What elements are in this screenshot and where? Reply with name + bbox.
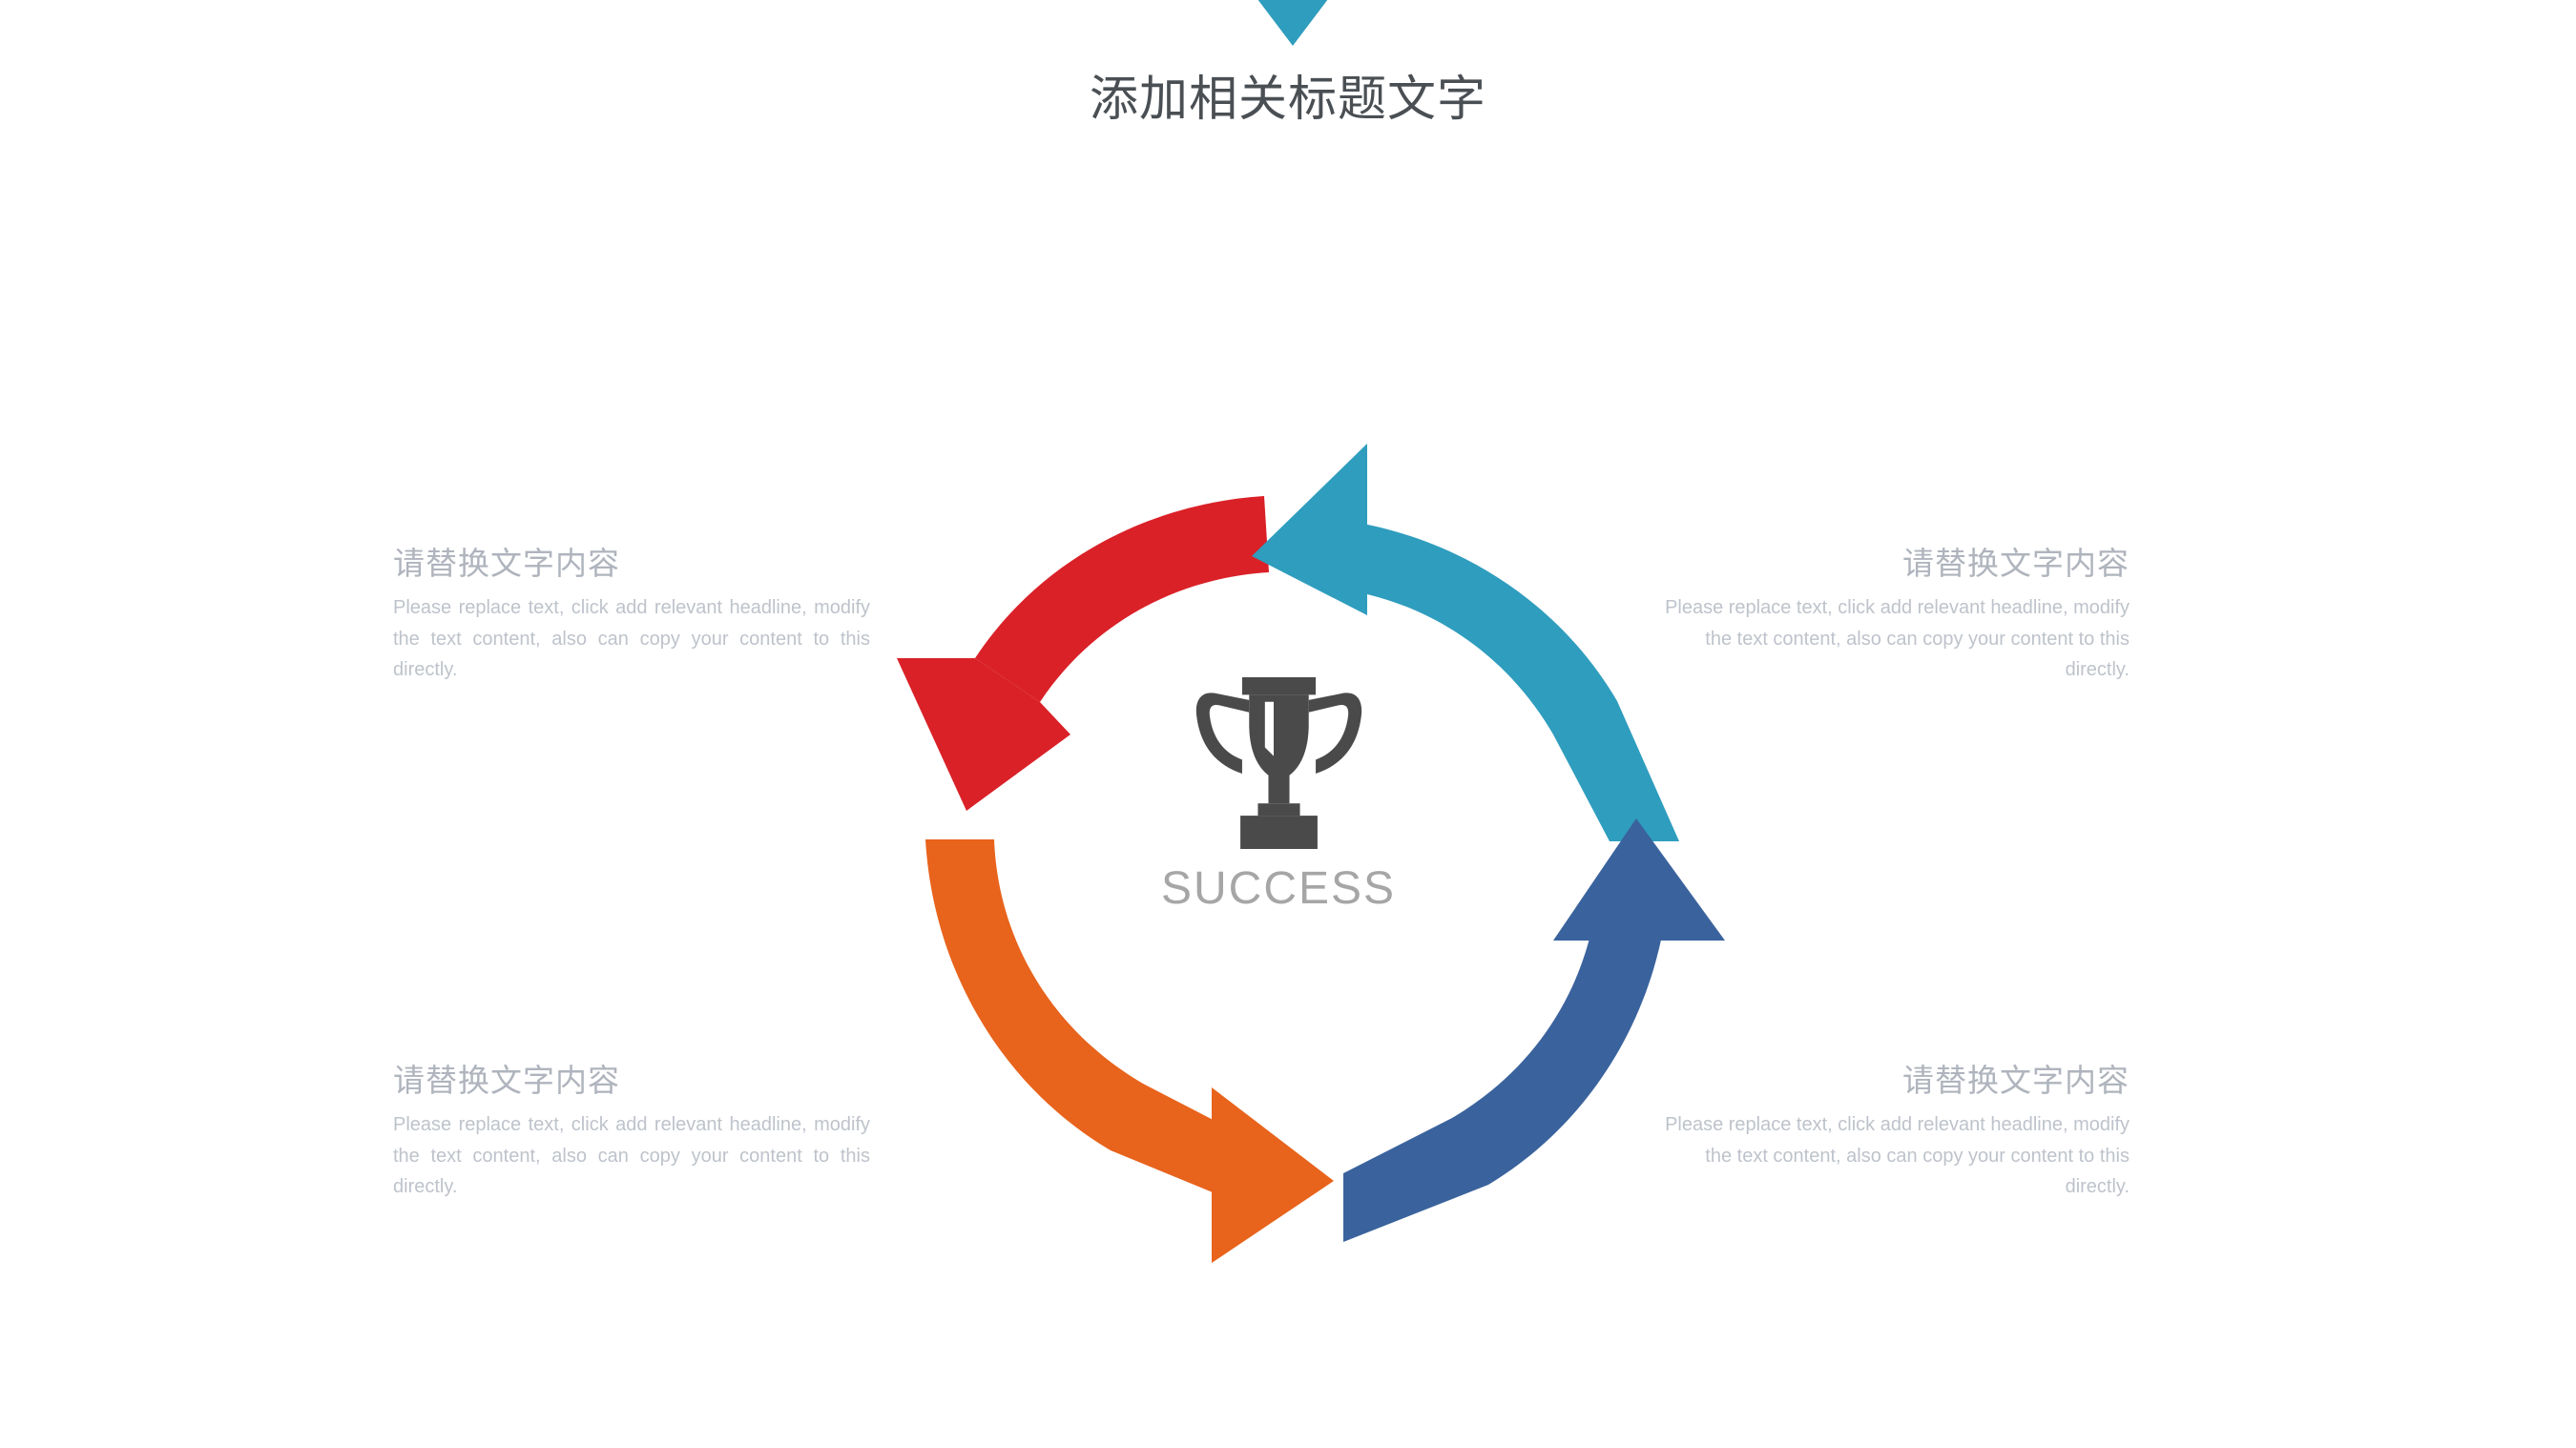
cycle-diagram — [830, 420, 1746, 1297]
block-top-right: 请替换文字内容 Please replace text, click add r… — [1652, 544, 2129, 685]
arrow-red-group — [897, 496, 1269, 811]
arrow-blue-group — [1343, 818, 1725, 1242]
center-caption: SUCCESS — [1160, 863, 1397, 914]
arrow-teal — [1310, 517, 1679, 841]
arrow-blue-head — [1553, 818, 1725, 941]
arrow-blue — [1343, 878, 1670, 1242]
arrow-teal-head — [1252, 444, 1367, 615]
arrow-orange-head — [1212, 1087, 1334, 1263]
arrow-red-head — [897, 658, 1070, 811]
block-bottom-right: 请替换文字内容 Please replace text, click add r… — [1652, 1061, 2129, 1202]
block-title: 请替换文字内容 — [1902, 546, 2129, 581]
block-bottom-left: 请替换文字内容 Please replace text, click add r… — [393, 1061, 870, 1202]
arrow-orange — [925, 839, 1250, 1208]
block-top-left: 请替换文字内容 Please replace text, click add r… — [393, 544, 870, 685]
trophy-icon — [1195, 677, 1361, 849]
block-title: 请替换文字内容 — [1902, 1063, 2129, 1098]
triangle-down-icon — [1231, 0, 1355, 46]
arrow-orange-group — [925, 839, 1334, 1263]
arrow-red — [975, 496, 1269, 702]
block-body: Please replace text, click add relevant … — [393, 597, 870, 681]
block-body: Please replace text, click add relevant … — [1665, 597, 2129, 681]
block-title: 请替换文字内容 — [393, 1063, 620, 1098]
center-group: SUCCESS — [1078, 677, 1479, 912]
block-title: 请替换文字内容 — [393, 546, 620, 581]
block-body: Please replace text, click add relevant … — [393, 1114, 870, 1198]
arrow-teal-group — [1252, 444, 1679, 841]
page-title: 添加相关标题文字 — [1089, 72, 1486, 126]
block-body: Please replace text, click add relevant … — [1665, 1114, 2129, 1198]
